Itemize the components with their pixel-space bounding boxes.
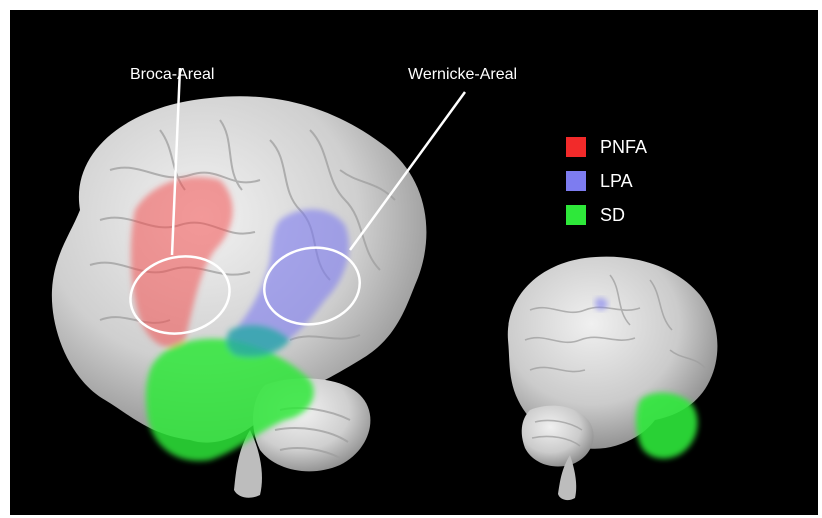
legend-swatch-sd [566, 205, 586, 225]
sd-region-small [636, 393, 698, 459]
figure-panel: Broca-Areal Wernicke-Areal PNFA LPA SD [10, 10, 818, 515]
broca-label: Broca-Areal [130, 66, 214, 84]
wernicke-label: Wernicke-Areal [408, 66, 517, 84]
legend-swatch-pnfa [566, 137, 586, 157]
legend: PNFA LPA SD [566, 130, 647, 232]
small-brain [508, 257, 718, 501]
legend-swatch-lpa [566, 171, 586, 191]
legend-item-lpa: LPA [566, 164, 647, 198]
large-brain [52, 96, 427, 497]
legend-item-sd: SD [566, 198, 647, 232]
legend-label-lpa: LPA [600, 171, 633, 192]
brain-scene [10, 10, 818, 515]
legend-label-pnfa: PNFA [600, 137, 647, 158]
legend-label-sd: SD [600, 205, 625, 226]
legend-item-pnfa: PNFA [566, 130, 647, 164]
